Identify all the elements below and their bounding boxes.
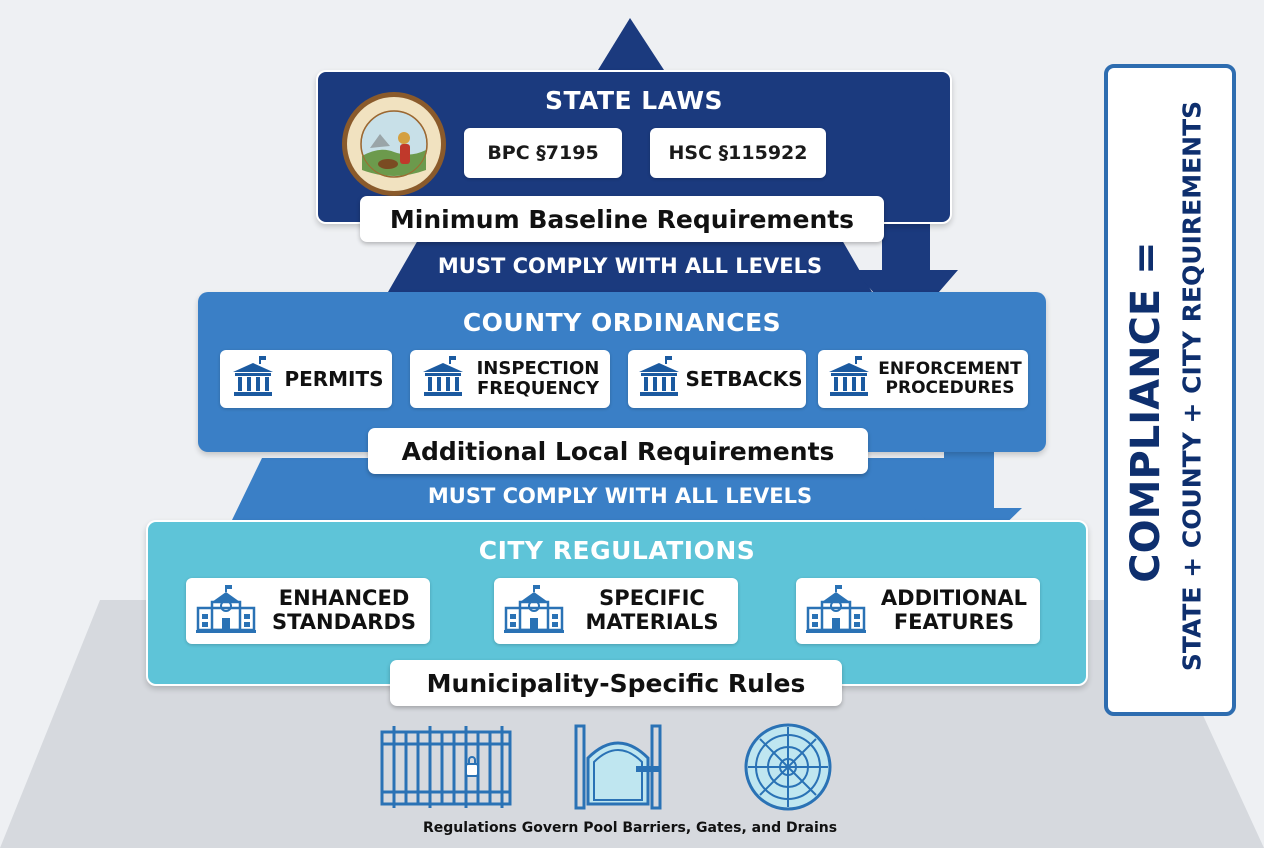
compliance-title: COMPLIANCE = — [1123, 241, 1169, 583]
city-item-label: SPECIFIC MATERIALS — [585, 586, 719, 634]
compliance-box — [1104, 64, 1236, 716]
courthouse-icon — [826, 354, 872, 404]
county-item-inspection: INSPECTION FREQUENCY — [410, 350, 610, 408]
drain-icon — [742, 722, 834, 812]
city-item-label: ENHANCED STANDARDS — [271, 586, 417, 634]
county-item-label: SETBACKS — [685, 366, 803, 391]
state-band-trapezoid — [388, 240, 872, 292]
county-banner: Additional Local Requirements — [368, 428, 868, 474]
courthouse-icon — [636, 354, 682, 404]
city-item-enhanced: ENHANCED STANDARDS — [186, 578, 430, 644]
county-item-label: PERMITS — [284, 366, 384, 391]
city-hall-icon — [502, 584, 566, 638]
city-item-label: ADDITIONAL FEATURES — [880, 586, 1028, 634]
county-item-permits: PERMITS — [220, 350, 392, 408]
california-seal-icon — [340, 90, 448, 198]
fence-icon — [378, 722, 514, 812]
city-banner: Municipality-Specific Rules — [390, 660, 842, 706]
county-item-label: INSPECTION FREQUENCY — [476, 357, 600, 399]
county-band-label: MUST COMPLY WITH ALL LEVELS — [427, 484, 813, 508]
state-band-label: MUST COMPLY WITH ALL LEVELS — [437, 254, 823, 278]
county-item-setbacks: SETBACKS — [628, 350, 806, 408]
county-item-enforcement: ENFORCEMENT PROCEDURES — [818, 350, 1028, 408]
gate-icon — [572, 722, 668, 812]
compliance-formula: STATE + COUNTY + CITY REQUIREMENTS — [1177, 100, 1207, 672]
city-item-features: ADDITIONAL FEATURES — [796, 578, 1040, 644]
city-hall-icon — [194, 584, 258, 638]
footer-caption: Regulations Govern Pool Barriers, Gates,… — [422, 820, 838, 836]
code-chip-hsc: HSC §115922 — [650, 128, 826, 178]
city-item-materials: SPECIFIC MATERIALS — [494, 578, 738, 644]
pyramid-apex-arrow — [598, 18, 664, 70]
county-item-label: ENFORCEMENT PROCEDURES — [878, 358, 1022, 398]
courthouse-icon — [230, 354, 276, 404]
state-tier-title: STATE LAWS — [544, 86, 724, 115]
city-tier-title: CITY REGULATIONS — [478, 536, 756, 565]
city-hall-icon — [804, 584, 868, 638]
county-tier-title: COUNTY ORDINANCES — [462, 308, 782, 337]
courthouse-icon — [420, 354, 466, 404]
code-chip-bpc: BPC §7195 — [464, 128, 622, 178]
state-banner: Minimum Baseline Requirements — [360, 196, 884, 242]
